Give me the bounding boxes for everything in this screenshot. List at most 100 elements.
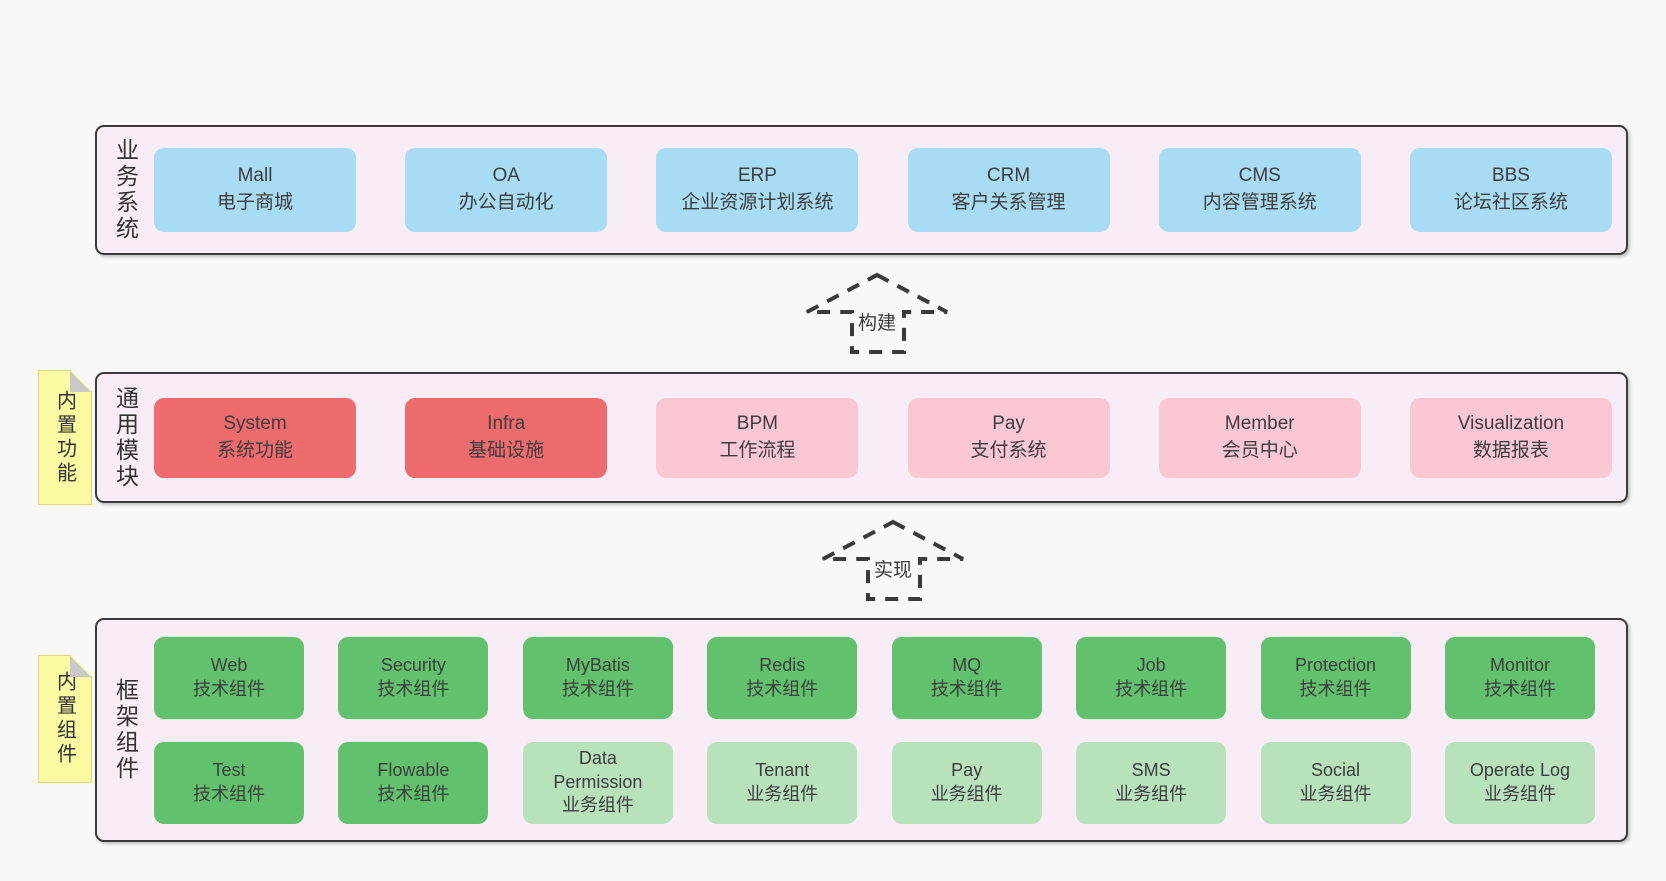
box-title: Member: [1224, 412, 1295, 434]
box-subtitle: 技术组件: [746, 678, 819, 699]
dashed-up-arrow-icon: 实现: [822, 519, 964, 601]
box-cms: CMS 内容管理系统: [1158, 148, 1361, 232]
box-title: MyBatis: [565, 655, 630, 676]
sticky-note-label: 内置组件: [53, 671, 76, 767]
box-subtitle: 基础设施: [468, 439, 545, 461]
section-label: 框架组件: [112, 678, 139, 782]
sticky-note-builtin-components: 内置组件: [38, 655, 92, 783]
box-visualization: Visualization 数据报表: [1409, 397, 1612, 478]
box-title: BBS: [1491, 165, 1530, 187]
folded-corner-icon: [70, 656, 91, 677]
box-subtitle: 系统功能: [216, 439, 293, 461]
box-title: Job: [1136, 655, 1166, 676]
box-subtitle: 工作流程: [719, 439, 796, 461]
box-subtitle: 业务组件: [1115, 783, 1188, 804]
box-title: ERP: [737, 165, 777, 187]
box-title: Test: [212, 760, 246, 781]
box-subtitle: 业务组件: [1483, 783, 1556, 804]
box-system: System 系统功能: [154, 397, 356, 478]
box-title: Protection: [1295, 655, 1377, 676]
box-title: CRM: [986, 165, 1031, 187]
box-subtitle: 内容管理系统: [1202, 192, 1317, 213]
box-subtitle: 办公自动化: [458, 192, 554, 213]
box-subtitle: 技术组件: [1115, 678, 1188, 699]
box-grid: System 系统功能 Infra 基础设施 BPM 工作流程 Pay 支付系统 Member 会…: [154, 374, 1626, 501]
box-subtitle: 会员中心: [1221, 439, 1298, 461]
box-subtitle: 技术组件: [561, 678, 634, 699]
section-label: 通用模块: [112, 385, 139, 490]
box-subtitle: 技术组件: [193, 678, 265, 699]
box-subtitle: 企业资源计划系统: [681, 192, 834, 213]
box-subtitle: 业务组件: [561, 795, 634, 816]
arrow-implement: 实现: [818, 518, 968, 603]
box-subtitle: 技术组件: [1299, 678, 1372, 699]
box-title: Redis: [759, 655, 806, 676]
box-bpm: BPM 工作流程: [656, 397, 859, 478]
box-subtitle: 客户关系管理: [951, 192, 1066, 213]
box-crm: CRM 客户关系管理: [907, 148, 1110, 232]
arrow-build: 构建: [802, 271, 952, 356]
box-subtitle: 业务组件: [1299, 783, 1372, 804]
box-data-permission: Data Permission 业务组件: [522, 741, 673, 824]
box-erp: ERP 企业资源计划系统: [656, 148, 859, 232]
box-title: CMS: [1238, 165, 1281, 187]
arrow-label: 构建: [858, 312, 896, 334]
box-title: Monitor: [1489, 655, 1550, 676]
box-subtitle: 技术组件: [377, 783, 450, 804]
box-subtitle: 业务组件: [930, 783, 1003, 804]
box-title: Visualization: [1457, 412, 1565, 434]
box-title: Security: [380, 655, 446, 676]
box-row: System 系统功能 Infra 基础设施 BPM 工作流程 Pay 支付系统 Member 会…: [154, 397, 1612, 478]
box-title: SMS: [1131, 760, 1171, 781]
box-title: Operate Log: [1469, 760, 1570, 781]
box-title: MQ: [952, 655, 982, 676]
box-subtitle: 技术组件: [1483, 678, 1556, 699]
box-title: Social: [1311, 760, 1361, 781]
sticky-note-builtin-features: 内置功能: [38, 370, 92, 505]
box-subtitle: 技术组件: [930, 678, 1003, 699]
folded-corner-icon: [70, 371, 91, 392]
box-pay: Pay 支付系统: [907, 397, 1110, 478]
section-common-modules: 通用模块 System 系统功能 Infra 基础设施 BPM 工作流程 Pay 支付系统 Me…: [95, 372, 1628, 503]
box-title: System: [223, 412, 287, 434]
box-title: Infra: [487, 412, 526, 434]
box-subtitle: 支付系统: [970, 439, 1047, 461]
box-title: Data Permission: [553, 748, 643, 792]
box-subtitle: 业务组件: [746, 783, 819, 804]
box-subtitle: 技术组件: [193, 783, 265, 804]
box-infra: Infra 基础设施: [405, 397, 608, 478]
box-subtitle: 论坛社区系统: [1453, 192, 1568, 213]
box-subtitle: 数据报表: [1472, 439, 1549, 461]
section-label: 业务系统: [112, 138, 139, 242]
dashed-up-arrow-icon: 构建: [806, 272, 948, 354]
box-title: BPM: [736, 412, 778, 434]
box-subtitle: 技术组件: [377, 678, 450, 699]
box-title: Pay: [951, 760, 983, 781]
arrow-label: 实现: [874, 559, 912, 581]
box-title: Tenant: [755, 760, 810, 781]
box-title: Pay: [992, 412, 1025, 434]
box-member: Member 会员中心: [1158, 397, 1361, 478]
